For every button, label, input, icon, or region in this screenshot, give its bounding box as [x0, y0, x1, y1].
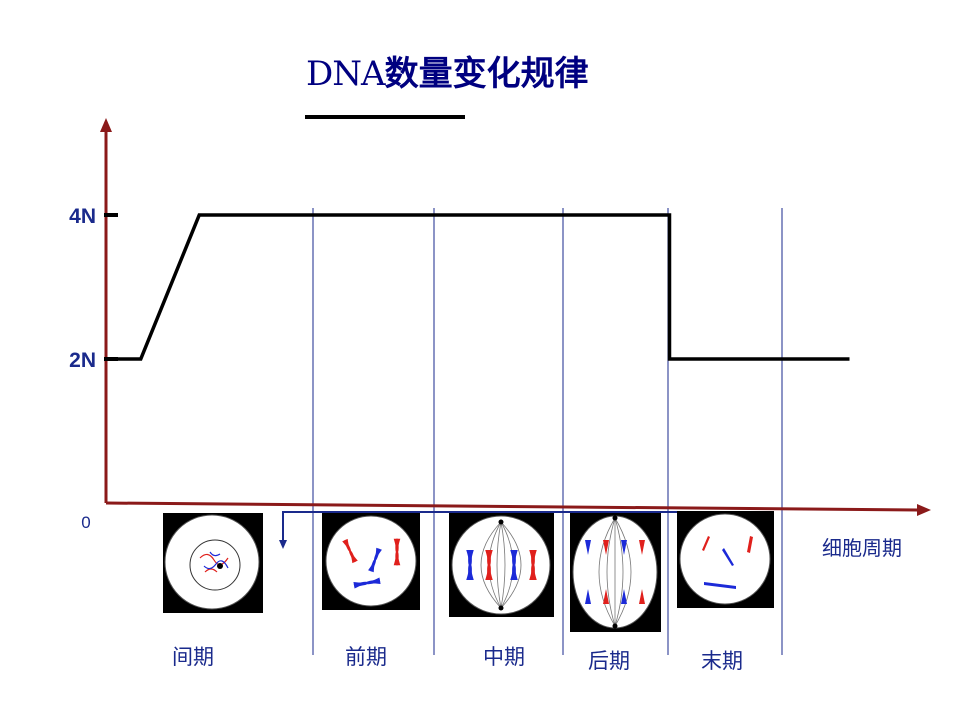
chromatid — [512, 550, 518, 580]
chromosome — [353, 577, 381, 589]
centrosome — [498, 605, 504, 611]
page-title: DNA数量变化规律 — [306, 52, 589, 96]
chromosome — [368, 547, 382, 573]
chromatid-bottom — [603, 589, 609, 604]
phase-label: 末期 — [701, 649, 743, 673]
cell-membrane — [325, 515, 417, 607]
chromosome — [393, 538, 401, 566]
title-latin: DNA — [306, 54, 386, 94]
y-axis-arrowhead — [100, 118, 112, 132]
spindle-fiber — [614, 517, 632, 627]
phase-label: 后期 — [588, 649, 630, 673]
chromatid — [344, 538, 358, 563]
chromatin — [203, 551, 229, 570]
spindle-fiber — [606, 517, 616, 627]
chromatid — [353, 579, 381, 589]
chromatid — [369, 548, 382, 573]
y-tick-label: 2N — [69, 349, 96, 372]
chromosome — [510, 550, 518, 580]
centrosome — [612, 623, 618, 629]
cell-membrane — [679, 513, 771, 605]
interphase-cell — [163, 513, 263, 613]
chromatid-bottom — [639, 589, 645, 604]
chromatid-bottom — [585, 589, 591, 604]
chromosome — [342, 538, 358, 564]
cell-membrane — [451, 515, 551, 615]
chromatid — [702, 536, 710, 551]
origin-label: 0 — [81, 513, 90, 532]
chromatid — [468, 550, 474, 580]
chromatid — [531, 550, 537, 580]
chromatid — [395, 538, 401, 566]
chromatin — [199, 553, 229, 573]
chromosome — [466, 550, 474, 580]
prophase-cell — [322, 513, 420, 610]
spindle-fiber — [614, 517, 624, 627]
chromatid-bottom — [621, 589, 627, 604]
nucleolus — [217, 563, 223, 569]
spindle-fiber — [500, 521, 506, 609]
chromatid — [747, 536, 753, 553]
centrosome — [612, 515, 618, 521]
spindle-fiber — [496, 521, 502, 609]
dna-curve — [107, 213, 850, 361]
x-axis-label: 细胞周期 — [822, 536, 902, 560]
title-underline — [305, 115, 465, 119]
chromatid — [704, 582, 736, 589]
chromatid-top — [621, 540, 627, 555]
chromatid — [722, 548, 734, 566]
telophase-cell — [677, 511, 774, 608]
chromosome — [529, 550, 537, 580]
x-axis — [105, 501, 919, 512]
phase-label: 中期 — [483, 645, 525, 669]
chromatid — [487, 550, 493, 580]
spindle-fiber — [598, 517, 616, 627]
metaphase-cell — [449, 513, 554, 617]
chromosome — [485, 550, 493, 580]
anaphase-cell — [570, 513, 661, 632]
chromatid-top — [639, 540, 645, 555]
phase-label: 间期 — [172, 645, 214, 669]
bracket-arrow — [279, 540, 287, 549]
chromatid-top — [585, 540, 591, 555]
spindle — [598, 517, 632, 627]
spindle-fiber — [480, 521, 502, 609]
x-axis-arrowhead — [917, 504, 931, 516]
title-cjk: 数量变化规律 — [384, 54, 589, 94]
spindle-fiber — [500, 521, 522, 609]
phase-label: 前期 — [345, 645, 387, 669]
chromatid-top — [603, 540, 609, 555]
centrosome — [498, 519, 504, 525]
y-tick-label: 4N — [69, 205, 96, 228]
